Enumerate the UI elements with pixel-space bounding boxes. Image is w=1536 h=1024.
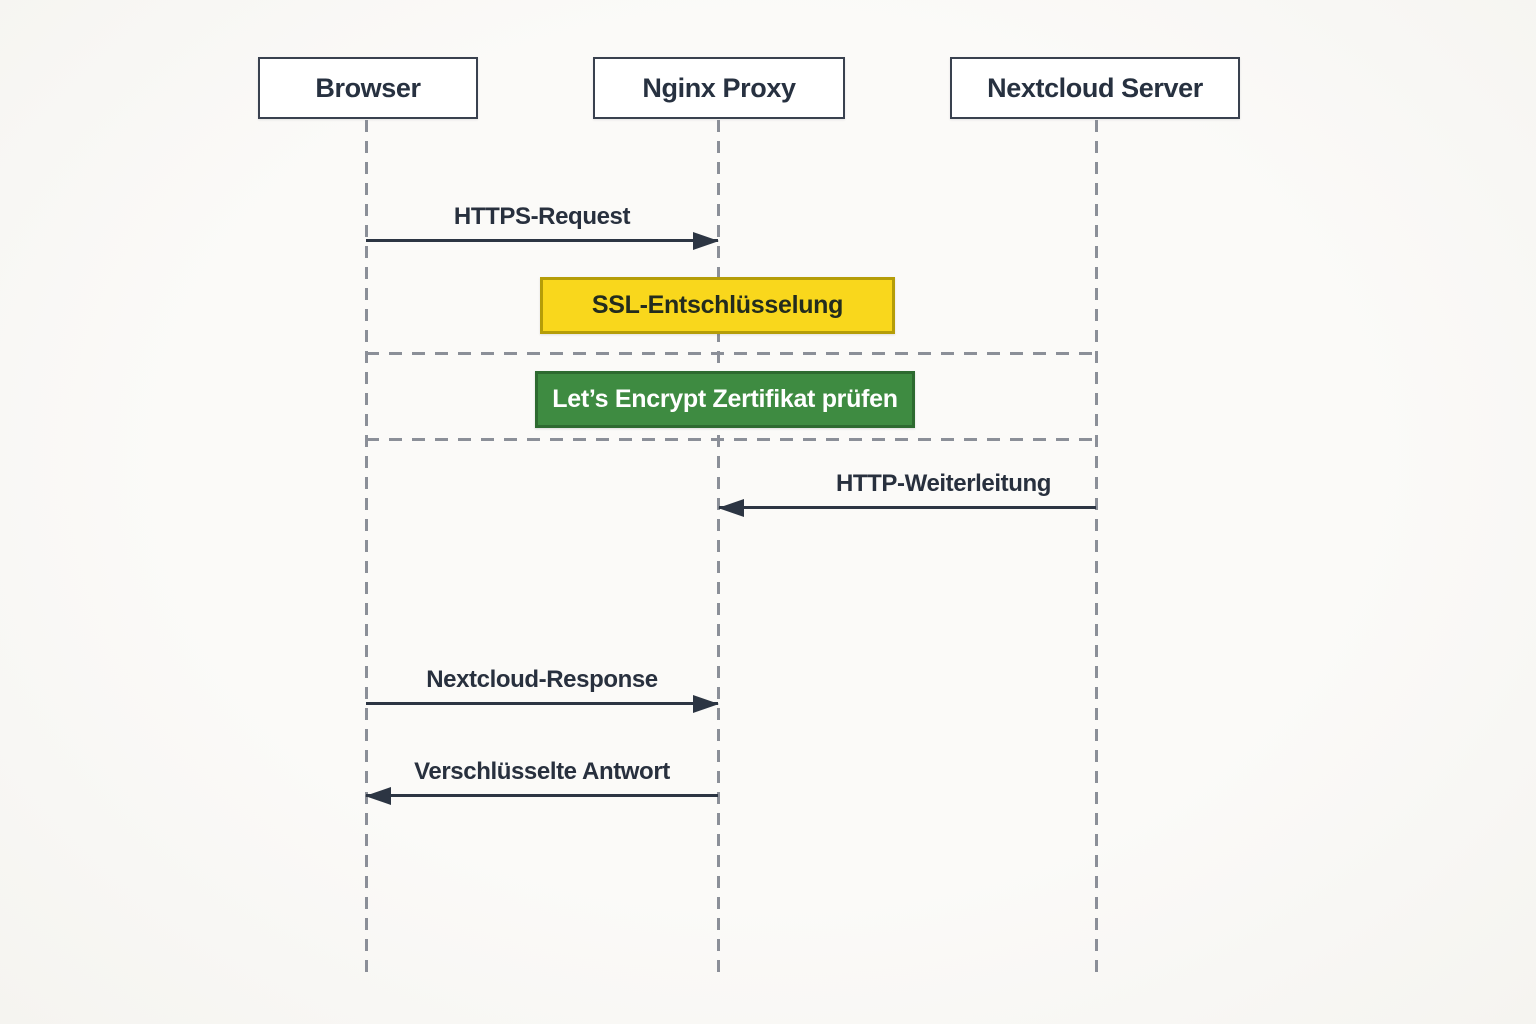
message-label: Verschlüsselte Antwort [414,758,670,785]
message-https-request: HTTPS-Request [366,203,719,250]
arrowhead-left-icon [365,786,391,805]
actor-label-nginx-proxy: Nginx Proxy [642,72,796,103]
lifeline-nextcloud-server [1095,120,1098,980]
dashed-band-top-line [366,352,1098,355]
activity-label: SSL-Entschlüsselung [591,291,844,319]
arrow-line [365,786,718,805]
activity-label: Let’s Encrypt Zertifikat prüfen [552,385,898,413]
arrowhead-right-icon [693,694,719,713]
message-http-weiterleitung: HTTP-Weiterleitung [718,470,1096,517]
arrow-line [366,694,719,713]
activity-box-lets-encrypt-zertifikat-pruefen: Let’s Encrypt Zertifikat prüfen [535,371,915,428]
actor-label-browser: Browser [315,72,421,103]
actor-box-browser: Browser [258,57,478,119]
dashed-band-bottom-line [366,438,1098,441]
actor-box-nextcloud-server: Nextcloud Server [950,57,1240,119]
activity-box-ssl-entschluesselung: SSL-Entschlüsselung [540,277,895,334]
lifeline-nginx-proxy [717,120,720,980]
message-nextcloud-response: Nextcloud-Response [366,666,719,713]
actor-box-nginx-proxy: Nginx Proxy [593,57,845,119]
arrowhead-right-icon [693,231,719,250]
message-verschluesselte-antwort: Verschlüsselte Antwort [365,758,718,805]
arrow-line [366,231,719,250]
actor-label-nextcloud-server: Nextcloud Server [987,72,1203,103]
message-label: HTTP-Weiterleitung [835,470,1052,497]
message-label: Nextcloud-Response [426,666,658,693]
lifeline-browser [365,120,368,980]
arrow-line [718,498,1096,517]
message-label: HTTPS-Request [453,203,631,230]
arrowhead-left-icon [718,498,744,517]
